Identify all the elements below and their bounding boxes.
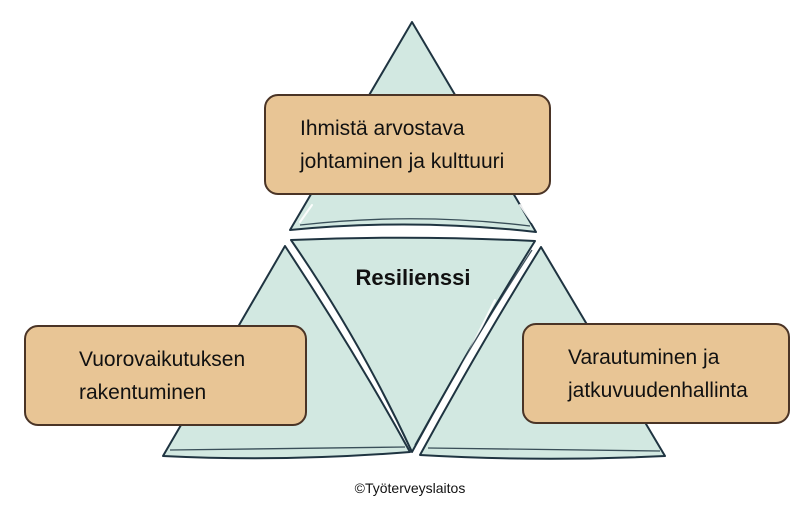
factor-label-leadership-culture: Ihmistä arvostava johtaminen ja kulttuur… xyxy=(300,116,505,173)
factor-label-preparedness-continuity: Varautuminen ja jatkuvuudenhallinta xyxy=(568,345,748,402)
factor-box-preparedness-continuity: Varautuminen ja jatkuvuudenhallinta xyxy=(522,323,790,424)
factor-box-leadership-culture: Ihmistä arvostava johtaminen ja kulttuur… xyxy=(264,94,551,195)
copyright-notice: ©Työterveyslaitos xyxy=(354,480,466,496)
center-label-resilience: Resilienssi xyxy=(355,265,471,290)
factor-box-interaction: Vuorovaikutuksen rakentuminen xyxy=(24,325,307,426)
factor-label-interaction: Vuorovaikutuksen rakentuminen xyxy=(79,347,246,404)
